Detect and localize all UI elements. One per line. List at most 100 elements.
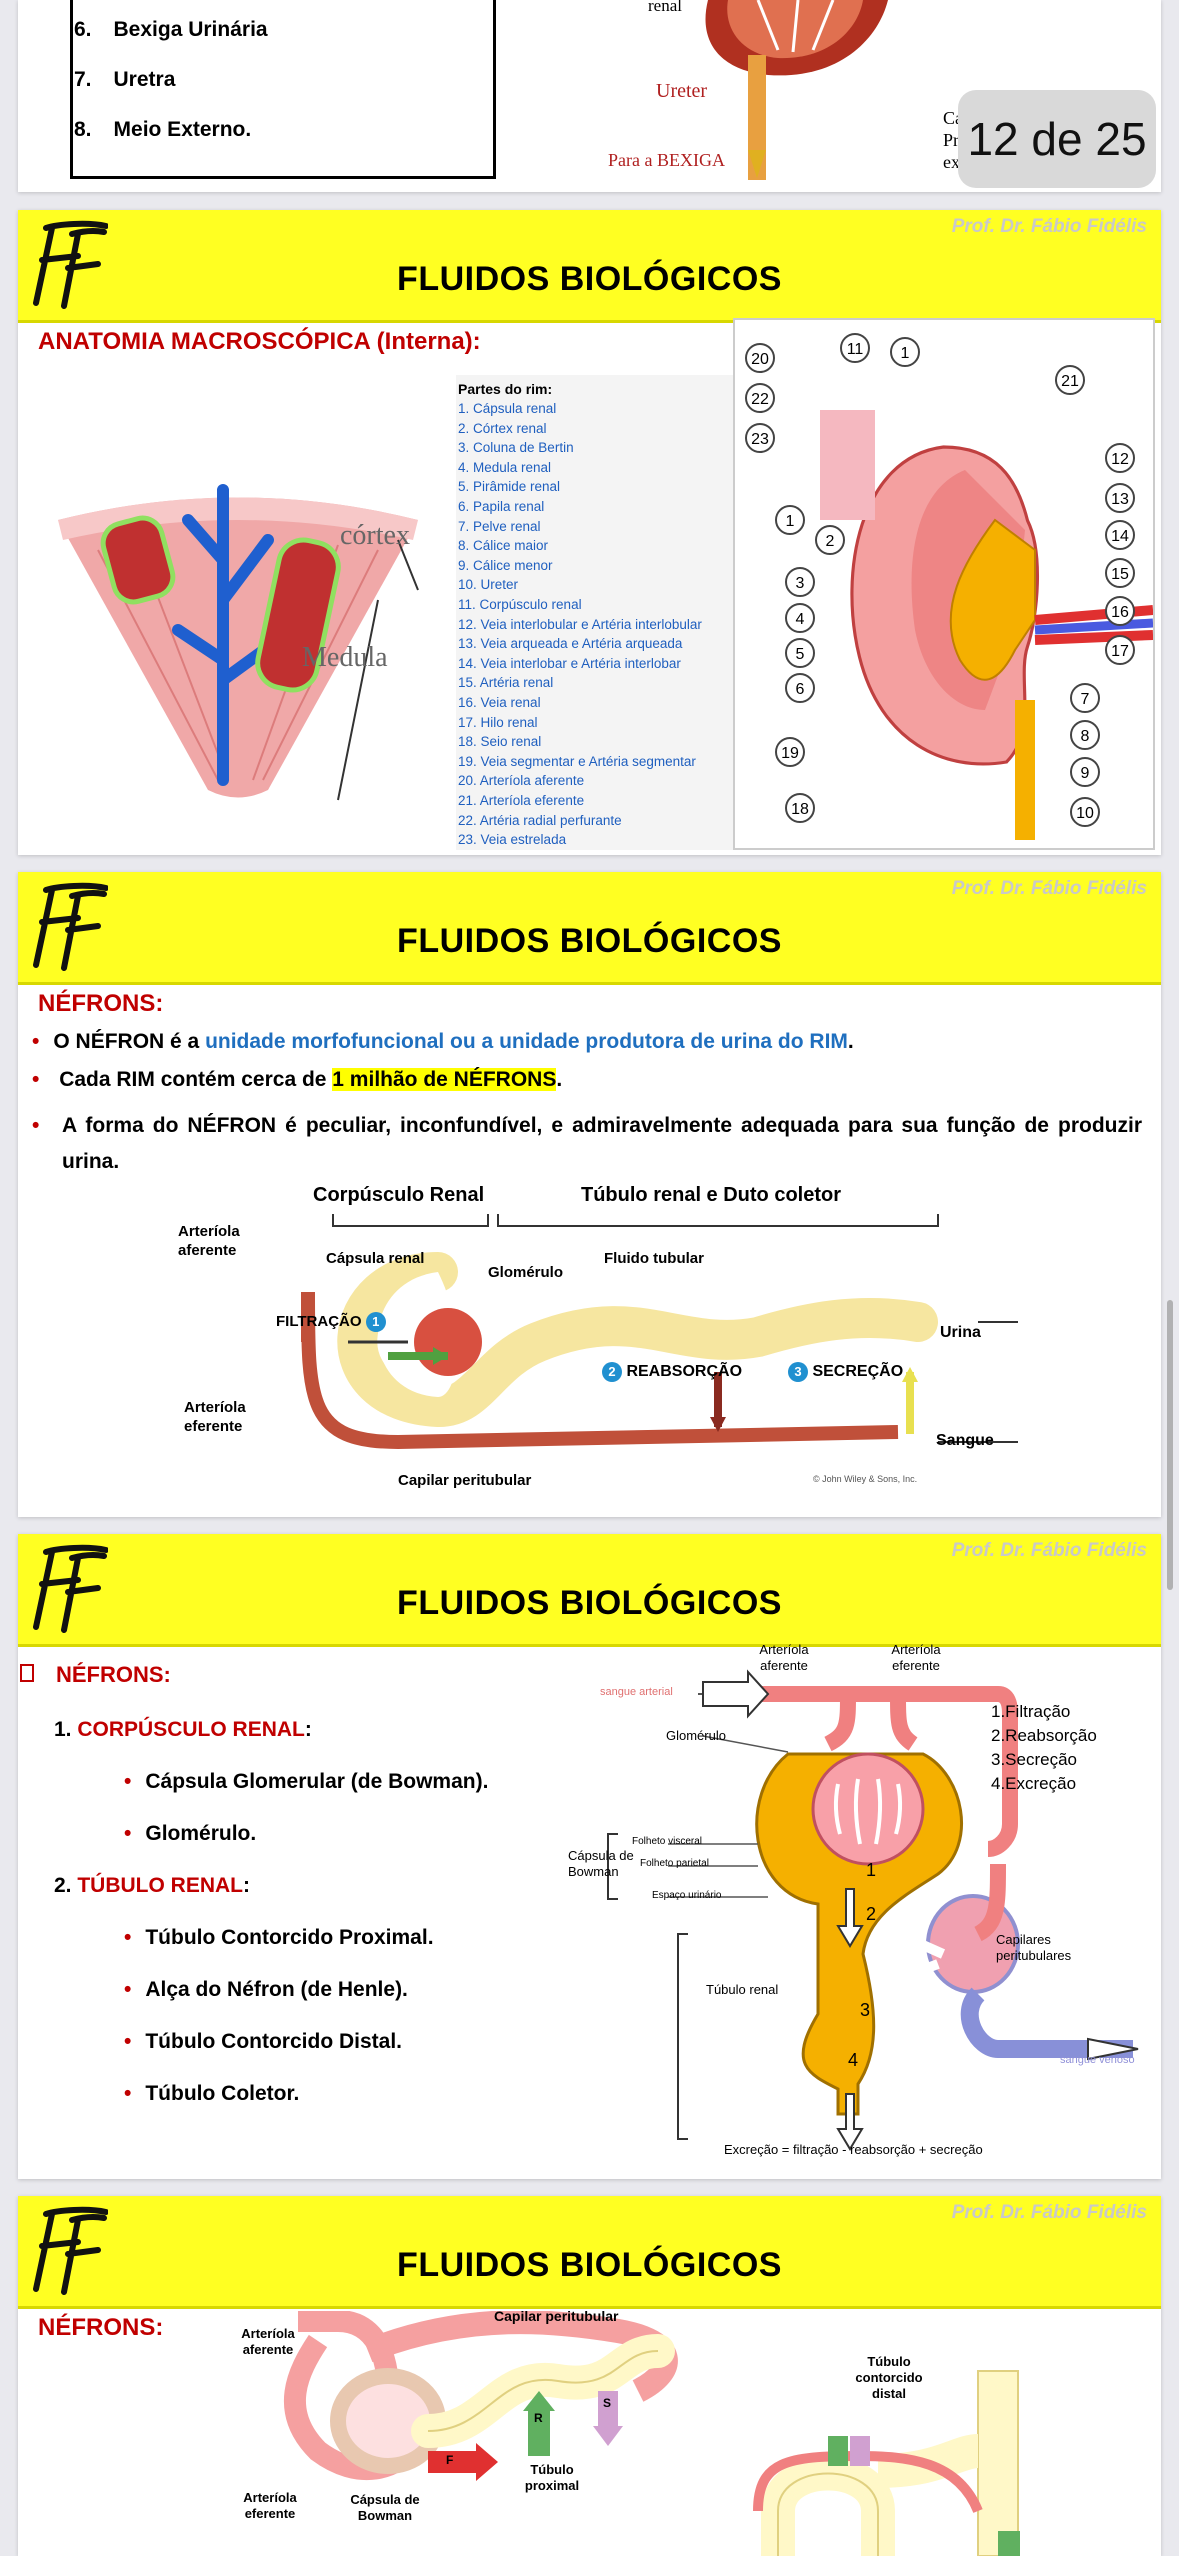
formula-label: Excreção = filtração - reabsorção + secr…: [724, 2142, 983, 2157]
folheto-visceral-label: Folheto visceral: [632, 1836, 703, 1847]
circle-number: 22: [751, 391, 769, 408]
ff-logo-icon: [33, 2206, 108, 2295]
nephron-transport-illustration: [283, 2311, 1020, 2556]
circle-number: 16: [1111, 604, 1129, 621]
circle-number: 5: [796, 646, 805, 663]
step-number: 3: [860, 2000, 871, 2020]
arteriola-aferente-label: Arteríola aferente: [241, 2326, 295, 2357]
capsula-bowman-label: Cápsula de Bowman: [568, 1848, 634, 1879]
sub-item: •Túbulo Coletor.: [124, 2082, 300, 2105]
sangue-arterial-label: sangue arterial: [600, 1686, 673, 1698]
parts-item: 14. Veia interlobar e Artéria interlobar: [458, 655, 681, 671]
slide-anatomia: Prof. Dr. Fábio Fidélis FLUIDOS BIOLÓGIC…: [18, 210, 1161, 855]
slide-title: FLUIDOS BIOLÓGICOS: [397, 260, 782, 298]
circle-number: 7: [1081, 691, 1090, 708]
renal-label: renal: [648, 0, 682, 15]
step-label: 4.Excreção: [991, 1774, 1077, 1793]
circle-number: 1: [786, 513, 795, 530]
medula-label: Medula: [302, 642, 388, 673]
circle-number: 23: [751, 431, 769, 448]
urina-label: Urina: [940, 1324, 981, 1341]
capilar-label: Capilar peritubular: [494, 2308, 619, 2324]
professor-name: Prof. Dr. Fábio Fidélis: [951, 878, 1147, 899]
parts-item: 1. Cápsula renal: [458, 401, 557, 416]
list-item: 7.Uretra: [74, 68, 176, 91]
circle-number: 17: [1111, 643, 1129, 660]
circle-number: 13: [1111, 491, 1129, 508]
professor-name: Prof. Dr. Fábio Fidélis: [951, 1540, 1147, 1561]
bullet-nefron-definition: •O NÉFRON é a unidade morfofuncional ou …: [32, 1030, 854, 1053]
parts-item: 19. Veia segmentar e Artéria segmentar: [458, 753, 696, 769]
slide-nefrons-detail: Prof. Dr. Fábio Fidélis FLUIDOS BIOLÓGIC…: [18, 2196, 1161, 2556]
filtracao-label: FILTRAÇÃO 1: [276, 1312, 386, 1332]
kidney-diagram-frame: 20 11 1 21 22 23 12 13 1 2 14 3 15 4 16 …: [733, 318, 1155, 850]
circle-number: 14: [1111, 528, 1129, 545]
kidney-ureter-illustration: [705, 0, 888, 180]
circle-number: 3: [796, 575, 805, 592]
item-tubulo: 2. TÚBULO RENAL:: [54, 1874, 251, 1897]
scrollbar[interactable]: [1167, 1300, 1173, 1590]
bullet-nefron-shape: • A forma do NÉFRON é peculiar, inconfun…: [32, 1114, 1142, 1173]
slide-title: FLUIDOS BIOLÓGICOS: [397, 2246, 782, 2284]
circle-number: 10: [1076, 805, 1094, 822]
parts-item: 12. Veia interlobular e Artéria interlob…: [458, 616, 702, 632]
circle-number: 21: [1061, 373, 1079, 390]
step-number: 2: [866, 1904, 877, 1924]
glomerulo-label: Glomérulo: [488, 1264, 564, 1281]
espaco-urinario-label: Espaço urinário: [652, 1890, 722, 1901]
tubulo-proximal-label: Túbulo proximal: [524, 2462, 580, 2493]
arteriola-aferente-label: Arteríola aferente: [178, 1223, 240, 1259]
arteriola-eferente-label: Arteríola eferente: [243, 2490, 297, 2521]
circle-number: 2: [826, 533, 835, 550]
slide-header: Prof. Dr. Fábio Fidélis FLUIDOS BIOLÓGIC…: [18, 872, 1161, 985]
circle-number: 19: [781, 745, 799, 762]
glomerulo-label: Glomérulo: [666, 1728, 726, 1743]
capilares-label: Capilares peritubulares: [996, 1932, 1072, 1963]
sub-item: •Túbulo Contorcido Proximal.: [124, 1926, 434, 1949]
step-number: 4: [848, 2050, 859, 2070]
f-marker: F: [446, 2453, 454, 2467]
list-box: [70, 0, 496, 179]
tubulo-renal-label: Túbulo renal: [706, 1982, 779, 1997]
reabsorcao-label: 2 REABSORÇÃO: [602, 1362, 742, 1382]
parts-item: 23. Veia estrelada: [458, 832, 567, 848]
section-heading: NÉFRONS:: [38, 2314, 164, 2341]
corpusculo-label: Corpúsculo Renal: [313, 1184, 485, 1206]
circle-number: 20: [751, 351, 769, 368]
capsula-renal-label: Cápsula renal: [326, 1250, 425, 1267]
bullet-nefron-count: • Cada RIM contém cerca de 1 milhão de N…: [32, 1068, 563, 1091]
sangue-label: Sangue: [936, 1432, 994, 1449]
slide-title: FLUIDOS BIOLÓGICOS: [397, 922, 782, 960]
step-number: 1: [866, 1860, 877, 1880]
slide-nefrons-parts: Prof. Dr. Fábio Fidélis FLUIDOS BIOLÓGIC…: [18, 1534, 1161, 2179]
parts-item: 6. Papila renal: [458, 499, 545, 514]
page-indicator: 12 de 25: [958, 90, 1156, 188]
ff-logo-icon: [33, 1544, 108, 1633]
step-number: 2: [602, 1362, 622, 1382]
kidney-section-illustration: 20 11 1 21 22 23 12 13 1 2 14 3 15 4 16 …: [745, 333, 1154, 840]
circle-number: 1: [901, 345, 910, 362]
arteriola-eferente-label: Arteríola eferente: [891, 1642, 941, 1673]
fluido-label: Fluido tubular: [604, 1250, 704, 1267]
professor-name: Prof. Dr. Fábio Fidélis: [951, 2202, 1147, 2223]
arteriola-aferente-label: Arteríola aferente: [759, 1642, 809, 1673]
sangue-venoso-label: sangue venoso: [1060, 2054, 1135, 2066]
sub-item: •Glomérulo.: [124, 1822, 257, 1845]
circle-number: 8: [1081, 728, 1090, 745]
circle-number: 4: [796, 611, 805, 628]
tubulo-distal-label: Túbulo contorcido distal: [855, 2354, 923, 2401]
slide-header: Prof. Dr. Fábio Fidélis FLUIDOS BIOLÓGIC…: [18, 1534, 1161, 1647]
section-heading: ANATOMIA MACROSCÓPICA (Interna):: [38, 328, 481, 355]
section-heading: NÉFRONS:: [38, 990, 164, 1017]
step-label: 3.Secreção: [991, 1750, 1077, 1769]
para-bexiga-label: Para a BEXIGA: [608, 150, 725, 170]
circle-number: 11: [847, 341, 864, 358]
cortex-label: córtex: [340, 520, 410, 551]
parts-item: 20. Arteríola aferente: [458, 773, 585, 789]
ureter-label: Ureter: [656, 80, 708, 102]
sub-item: •Túbulo Contorcido Distal.: [124, 2030, 403, 2053]
parts-item: 11. Corpúsculo renal: [458, 597, 582, 612]
r-marker: R: [534, 2411, 543, 2425]
nephron-process-diagram: [301, 1214, 1018, 1450]
